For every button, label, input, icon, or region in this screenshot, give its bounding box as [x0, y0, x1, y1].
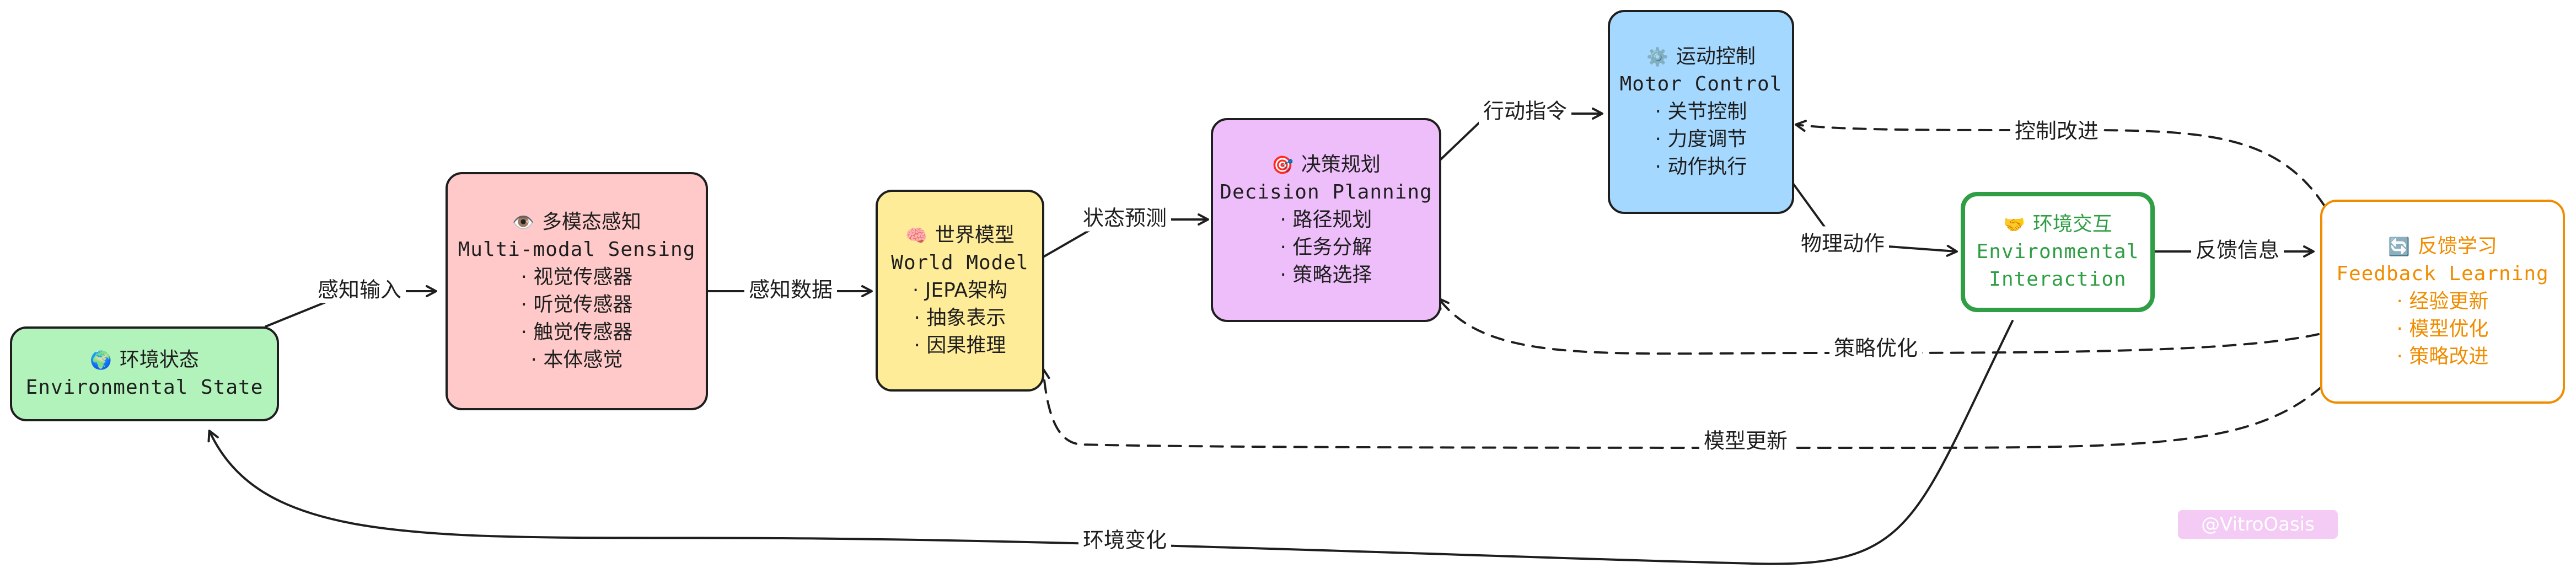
- node-decision-planning: 🎯 决策规划 Decision Planning · 路径规划 · 任务分解 · …: [1211, 118, 1441, 322]
- bullet-item: · 动作执行: [1655, 156, 1747, 178]
- node-subtitle: Feedback Learning: [2336, 262, 2549, 285]
- bullet-item: · 力度调节: [1655, 128, 1747, 151]
- node-environmental-state: 🌍 环境状态 Environmental State: [10, 326, 279, 421]
- node-title: 反馈学习: [2417, 235, 2497, 258]
- bullet-item: · JEPA架构: [912, 279, 1008, 302]
- bullet-item: · 路径规划: [1280, 208, 1372, 231]
- node-world-model: 🧠 世界模型 World Model · JEPA架构 · 抽象表示 · 因果推理: [876, 190, 1044, 392]
- bullet-item: · 触觉传感器: [520, 321, 633, 344]
- refresh-icon: 🔄: [2388, 236, 2410, 257]
- edge-label-env-change: 环境变化: [1078, 523, 1172, 554]
- edge-label-control-improve: 控制改进: [2010, 114, 2103, 144]
- bullet-item: · 任务分解: [1280, 236, 1372, 259]
- bullet-item: · 因果推理: [914, 334, 1006, 357]
- arrow-interaction-to-state: [207, 320, 2014, 565]
- edge-label-action-command: 行动指令: [1478, 94, 1572, 125]
- node-subtitle: World Model: [891, 251, 1029, 274]
- edge-label-model-update: 模型更新: [1699, 424, 1793, 454]
- bullet-item: · 抽象表示: [914, 307, 1006, 329]
- handshake-icon: 🤝: [2003, 214, 2025, 235]
- edge-label-perception-data: 感知数据: [744, 272, 838, 303]
- node-feedback-learning: 🔄 反馈学习 Feedback Learning · 经验更新 · 模型优化 · …: [2320, 200, 2565, 404]
- eye-icon: 👁️: [512, 212, 534, 233]
- bullet-item: · 本体感觉: [530, 349, 623, 371]
- edge-label-strategy-optimize: 策略优化: [1829, 331, 1923, 362]
- bullet-item: · 模型优化: [2396, 318, 2489, 340]
- brain-icon: 🧠: [905, 225, 927, 246]
- edge-label-feedback-info: 反馈信息: [2191, 233, 2284, 264]
- edge-label-physical-action: 物理动作: [1796, 226, 1890, 257]
- node-subtitle: Multi-modal Sensing: [458, 238, 696, 261]
- node-multimodal-sensing: 👁️ 多模态感知 Multi-modal Sensing · 视觉传感器 · 听觉…: [446, 172, 708, 410]
- node-environmental-interaction: 🤝 环境交互 Environmental Interaction: [1961, 192, 2155, 312]
- bullet-item: · 视觉传感器: [520, 266, 633, 288]
- node-subtitle: Motor Control: [1619, 73, 1783, 95]
- bullet-item: · 策略选择: [1280, 264, 1372, 286]
- edge-label-perception-input: 感知输入: [313, 272, 406, 303]
- bullet-item: · 策略改进: [2396, 345, 2489, 368]
- target-icon: 🎯: [1271, 154, 1294, 175]
- node-title: 世界模型: [935, 224, 1015, 247]
- gear-icon: ⚙️: [1646, 46, 1668, 67]
- watermark: @VitroOasis: [2178, 510, 2338, 539]
- node-title: 决策规划: [1301, 153, 1381, 176]
- node-title: 运动控制: [1676, 45, 1756, 68]
- node-subtitle: Decision Planning: [1220, 181, 1432, 203]
- node-subtitle: Environmental State: [25, 376, 264, 399]
- node-title: 多模态感知: [541, 211, 641, 233]
- bullet-item: · 听觉传感器: [520, 293, 633, 316]
- node-title: 环境状态: [119, 349, 199, 371]
- edge-label-state-prediction: 状态预测: [1078, 201, 1172, 232]
- bullet-item: · 经验更新: [2396, 290, 2489, 313]
- dashed-feedback-to-world-model: [1038, 368, 2322, 449]
- bullet-item: · 关节控制: [1655, 100, 1747, 123]
- node-title: 环境交互: [2032, 213, 2112, 235]
- node-subtitle: Environmental Interaction: [1976, 240, 2139, 291]
- node-motor-control: ⚙️ 运动控制 Motor Control · 关节控制 · 力度调节 · 动作执…: [1608, 10, 1794, 214]
- globe-icon: 🌍: [90, 350, 112, 371]
